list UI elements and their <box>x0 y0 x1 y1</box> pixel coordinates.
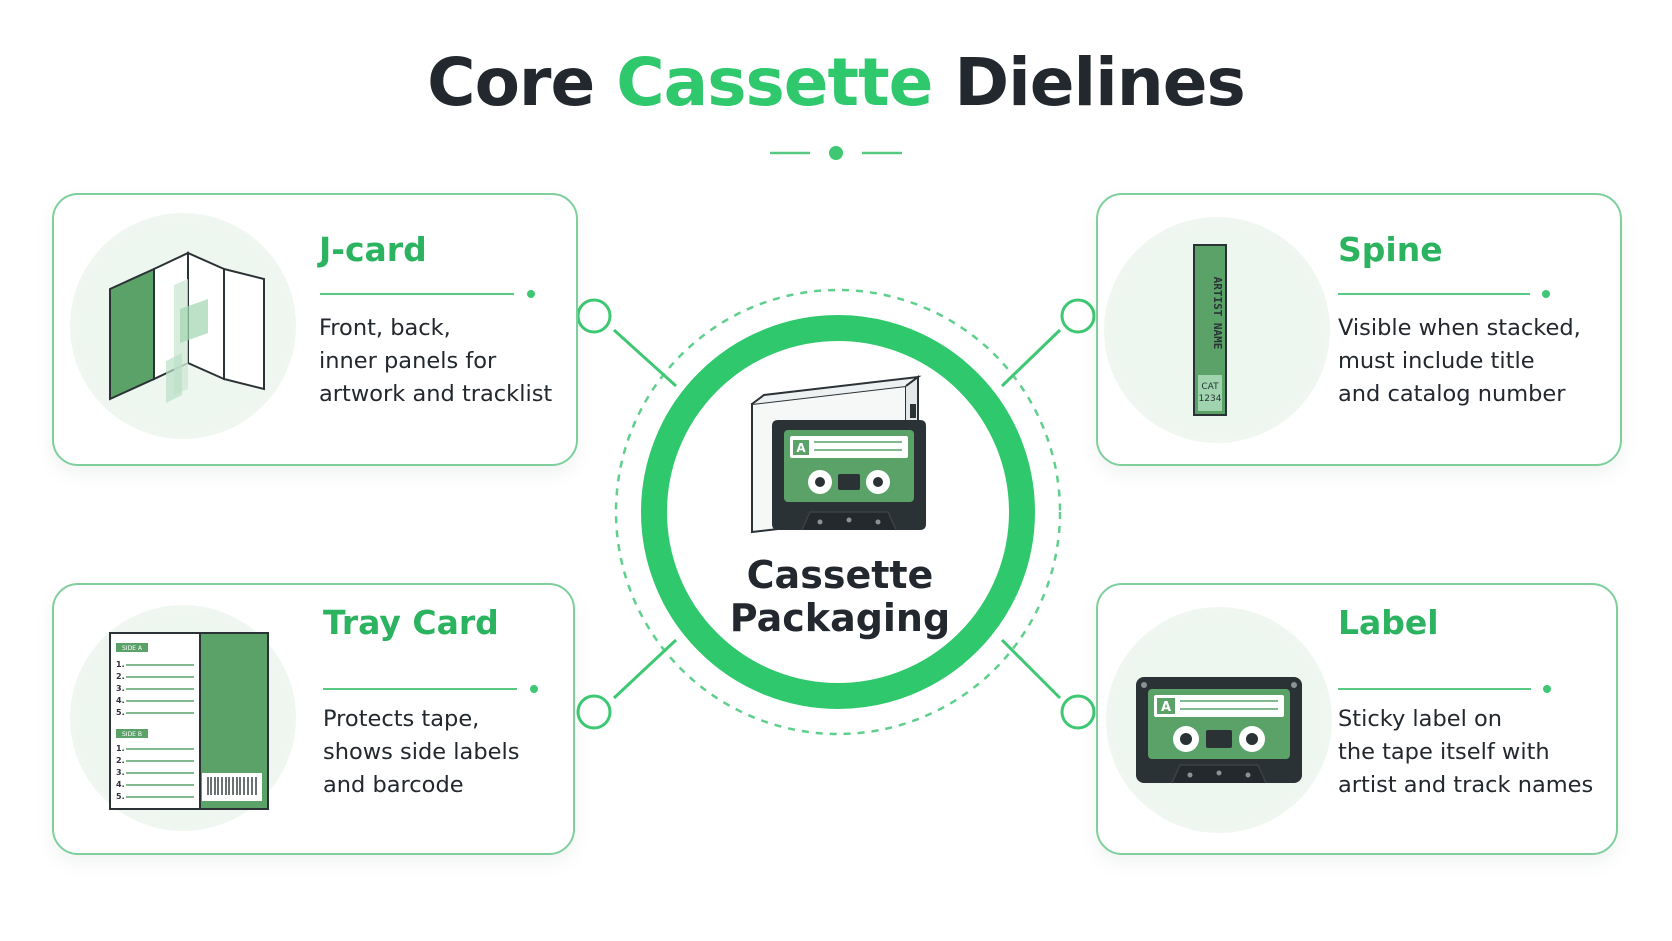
title-prefix: Core <box>427 44 595 121</box>
card-jcard-rule-dot <box>527 290 535 298</box>
hub-side-letter: A <box>796 441 806 455</box>
card-label-rule <box>1338 688 1531 690</box>
title-accent: Cassette <box>616 44 933 121</box>
page-title: Core Cassette Dielines <box>0 44 1672 121</box>
card-jcard-rule <box>320 293 514 295</box>
connector-tray <box>612 638 678 700</box>
cassette-case-icon: A <box>751 375 926 534</box>
title-suffix: Dielines <box>954 44 1245 121</box>
halo-label: A <box>1106 607 1332 833</box>
connector-label <box>1000 638 1062 700</box>
halo-tray: SIDE A 1. 2. 3. 4. 5. SIDE B 1. 2. 3. 4.… <box>70 605 296 831</box>
card-label-description: Sticky label on the tape itself with art… <box>1338 706 1594 798</box>
node-label <box>1060 694 1096 730</box>
svg-text:5.: 5. <box>116 708 125 717</box>
svg-text:4.: 4. <box>116 696 125 705</box>
svg-text:3.: 3. <box>116 768 125 777</box>
svg-text:2.: 2. <box>116 672 125 681</box>
connector-jcard <box>612 328 678 388</box>
spine-catalog-line1: CAT <box>1201 382 1219 392</box>
card-label-rule-dot <box>1543 685 1551 693</box>
card-tray-description: Protects tape, shows side labels and bar… <box>323 706 520 798</box>
card-spine-title: Spine <box>1338 230 1443 269</box>
svg-text:5.: 5. <box>116 792 125 801</box>
card-spine-rule-dot <box>1542 290 1550 298</box>
hub-label-line1: Cassette <box>746 553 934 597</box>
title-ornament <box>770 146 902 160</box>
card-tray-title: Tray Card <box>323 603 499 642</box>
hub-dashed-ring <box>614 288 1062 736</box>
svg-text:1.: 1. <box>116 744 125 753</box>
halo-jcard <box>70 213 296 439</box>
card-spine-rule <box>1338 293 1530 295</box>
tray-side-b: SIDE B <box>122 731 142 738</box>
connector-spine <box>1000 328 1062 388</box>
hub-label: Cassette Packaging <box>690 554 990 640</box>
folded-jcard-icon <box>109 251 265 403</box>
halo-spine: ARTIST NAME CAT 1234 <box>1104 217 1330 443</box>
spine-catalog-line2: 1234 <box>1199 394 1222 404</box>
card-tray: SIDE A 1. 2. 3. 4. 5. SIDE B 1. 2. 3. 4.… <box>52 583 575 855</box>
card-tray-rule-dot <box>530 685 538 693</box>
card-jcard-description: Front, back, inner panels for artwork an… <box>319 315 553 407</box>
spine-artist-text: ARTIST NAME <box>1211 277 1224 350</box>
svg-text:2.: 2. <box>116 756 125 765</box>
tray-card-icon: SIDE A 1. 2. 3. 4. 5. SIDE B 1. 2. 3. 4.… <box>109 632 269 810</box>
svg-text:4.: 4. <box>116 780 125 789</box>
svg-text:1.: 1. <box>116 660 125 669</box>
card-jcard-title: J-card <box>319 230 427 269</box>
cassette-tape-icon: A <box>1136 677 1302 784</box>
node-spine <box>1060 298 1096 334</box>
card-tray-rule <box>323 688 517 690</box>
tray-side-a: SIDE A <box>122 645 143 652</box>
label-side-letter: A <box>1161 700 1171 715</box>
node-jcard <box>576 298 612 334</box>
card-spine-description: Visible when stacked, must include title… <box>1338 315 1581 407</box>
card-jcard: J-card Front, back, inner panels for art… <box>52 193 578 466</box>
svg-text:3.: 3. <box>116 684 125 693</box>
hub-label-line2: Packaging <box>729 596 951 640</box>
card-spine: ARTIST NAME CAT 1234 Spine Visible when … <box>1096 193 1622 466</box>
card-label: A Label Sticky label on the tape itself … <box>1096 583 1618 855</box>
card-label-title: Label <box>1338 603 1439 642</box>
node-tray <box>576 694 612 730</box>
spine-strip-icon: ARTIST NAME CAT 1234 <box>1193 244 1227 416</box>
